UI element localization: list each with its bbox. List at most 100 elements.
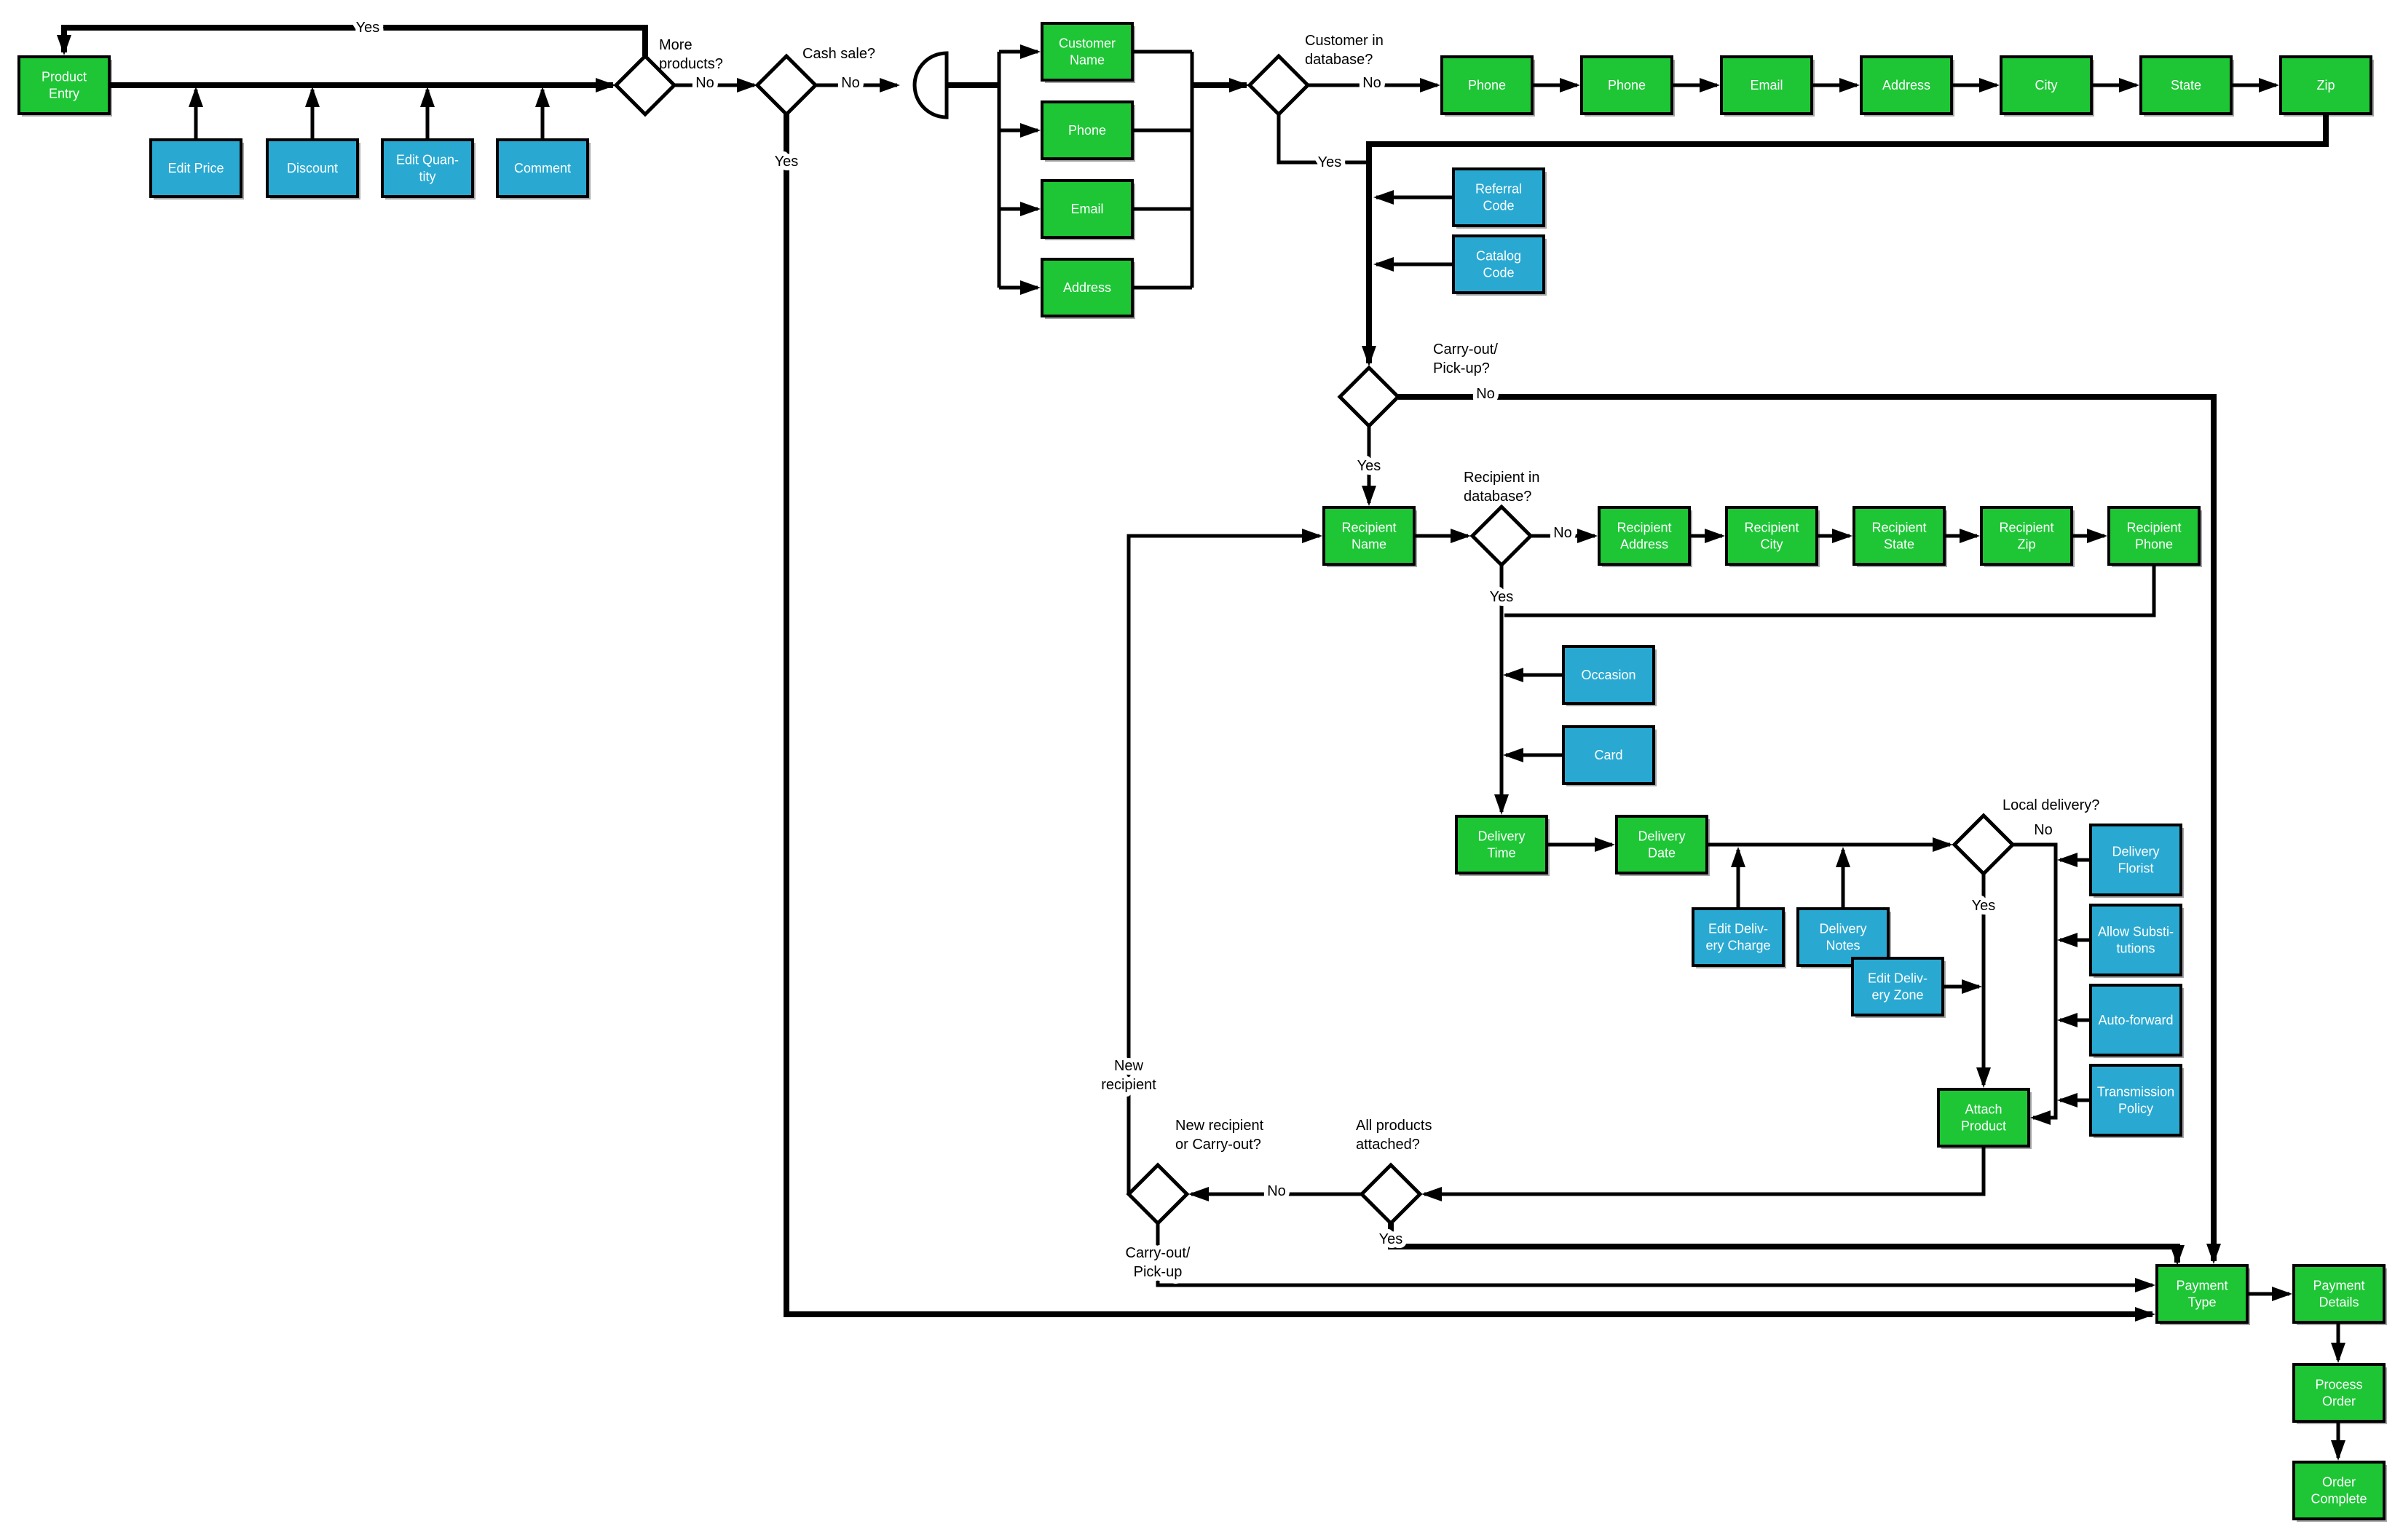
process-box-cust-phone <box>1041 100 1134 160</box>
node-label-cust-email: Email <box>1070 202 1103 216</box>
process-box-db-address <box>1860 55 1953 115</box>
question-local-delivery: Local delivery? <box>2002 797 2099 813</box>
input-box-delivery-florist <box>2089 824 2182 896</box>
decision-customer-in-db <box>1247 53 1311 117</box>
process-box-attach-product <box>1937 1088 2030 1148</box>
decision-local-delivery <box>1952 813 2016 877</box>
node-label-db-state: State <box>2171 78 2201 92</box>
edge-attach-out <box>1421 1146 1986 1201</box>
input-box-transmission-policy <box>2089 1064 2182 1137</box>
diamond-shape <box>1126 1162 1190 1226</box>
connectors <box>57 25 2345 1461</box>
diamond-shape <box>1337 365 1401 429</box>
process-box-payment-details <box>2292 1264 2386 1324</box>
edge-label-loop_yes: Yes <box>356 20 380 36</box>
process-box-process-order <box>2292 1363 2386 1423</box>
edge-label-cash_yes: Yes <box>775 154 799 170</box>
process-box-cust-email <box>1041 179 1134 239</box>
node-label-discount: Discount <box>287 161 338 175</box>
node-discount: Discount <box>266 138 360 200</box>
node-db-phone1: Phone <box>1440 55 1535 117</box>
process-box-db-email <box>1720 55 1813 115</box>
input-box-comment <box>496 138 589 198</box>
edge-newrecip-return <box>1126 529 1322 1194</box>
merge-junction-halfcircle <box>912 51 949 119</box>
decision-all-attached <box>1359 1162 1423 1226</box>
node-label-edit-quantity: Edit Quan-tity <box>396 153 459 184</box>
diamond-shape <box>1469 504 1534 568</box>
node-cust-email: Email <box>1041 179 1135 240</box>
question-cash-sale: Cash sale? <box>802 46 875 62</box>
input-box-catalog-code <box>1452 234 1545 294</box>
edge-label-local_no: No <box>2034 822 2053 838</box>
process-box-order-complete <box>2292 1461 2386 1520</box>
node-allow-substitutions: Allow Substi-tutions <box>2089 904 2184 978</box>
node-label-db-email: Email <box>1750 78 1783 92</box>
node-db-address: Address <box>1860 55 1954 117</box>
node-label-allow-substitutions: Allow Substi-tutions <box>2098 925 2174 956</box>
edge-more-yes-loop <box>57 25 648 56</box>
process-box-payment-type <box>2155 1264 2249 1324</box>
edge-label-custdb_yes: Yes <box>1318 154 1342 170</box>
process-box-rec-state <box>1852 506 1946 566</box>
edge-allatt-yes <box>1388 1223 2185 1265</box>
decision-recipient-in-db <box>1469 504 1534 568</box>
edge-custdb-yes <box>1277 114 1367 165</box>
node-auto-forward: Auto-forward <box>2089 984 2184 1058</box>
edge-label-recdb_yes: Yes <box>1490 589 1514 605</box>
process-box-delivery-time <box>1455 815 1548 874</box>
node-edit-quantity: Edit Quan-tity <box>381 138 476 200</box>
edge-label-more_no: No <box>695 75 714 91</box>
node-db-zip: Zip <box>2279 55 2374 117</box>
node-label-auto-forward: Auto-forward <box>2098 1013 2173 1027</box>
input-box-edit-delivery-charge <box>1692 907 1785 967</box>
edge-cash-yes-long <box>784 114 2155 1322</box>
node-db-city: City <box>2000 55 2094 117</box>
node-label-edit-delivery-charge: Edit Deliv-ery Charge <box>1705 922 1770 953</box>
question-carry-out: Carry-out/Pick-up? <box>1433 341 1498 376</box>
edge-label-local_yes: Yes <box>1972 898 1996 914</box>
process-box-db-city <box>2000 55 2093 115</box>
node-label-occasion: Occasion <box>1581 668 1635 682</box>
edge-label-custdb_no: No <box>1362 75 1381 91</box>
input-box-delivery-notes <box>1796 907 1890 967</box>
decision-more-products <box>613 53 677 117</box>
edge-carry-no-long <box>1398 394 2221 1264</box>
process-box-rec-phone <box>2107 506 2201 566</box>
edge-label-recdb_no: No <box>1553 525 1572 541</box>
edge-label-cash_no: No <box>841 75 860 91</box>
process-box-db-phone1 <box>1440 55 1534 115</box>
edge-label-allatt_no: No <box>1267 1183 1286 1199</box>
node-db-phone2: Phone <box>1580 55 1675 117</box>
diamond-shape <box>1247 53 1311 117</box>
input-box-referral-code <box>1452 167 1545 227</box>
node-edit-delivery-zone: Edit Deliv-ery Zone <box>1851 957 1946 1018</box>
process-box-db-phone2 <box>1580 55 1673 115</box>
